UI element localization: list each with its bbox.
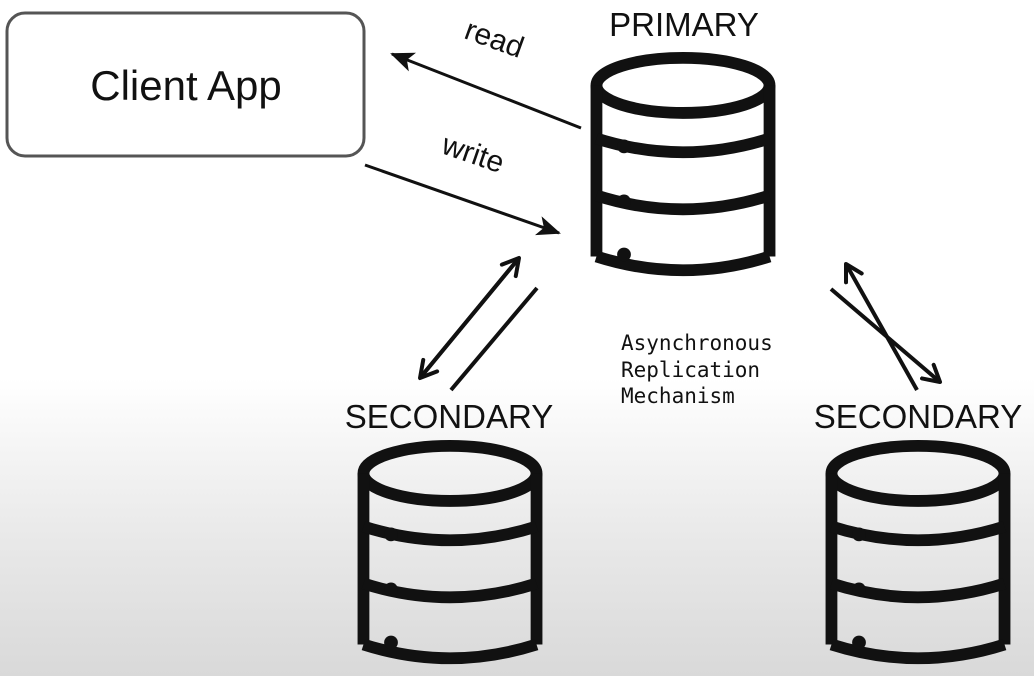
secondary-left-node: SECONDARY — [345, 398, 553, 658]
primary-label: PRIMARY — [609, 6, 759, 43]
replication-line-3: Mechanism — [621, 384, 735, 408]
write-edge: write — [364, 128, 561, 236]
read-edge: read — [390, 13, 582, 130]
replication-mechanism-label: Asynchronous Replication Mechanism — [621, 331, 773, 408]
client-app-label: Client App — [90, 62, 281, 109]
write-label: write — [437, 128, 509, 180]
primary-node: PRIMARY — [596, 6, 769, 270]
read-arrow — [390, 52, 582, 130]
client-app-node: Client App — [5, 11, 366, 158]
client-app-box — [5, 11, 366, 158]
replication-line-2: Replication — [621, 358, 760, 382]
secondary-left-database-icon — [363, 446, 536, 658]
replication-right-edge — [829, 262, 942, 391]
replication-right-up-arrow — [844, 262, 919, 391]
replication-left-down-arrow — [449, 286, 539, 392]
secondary-left-label: SECONDARY — [345, 398, 553, 435]
secondary-right-database-icon — [831, 446, 1004, 658]
primary-database-icon — [596, 58, 769, 270]
replication-right-down-arrow — [829, 287, 942, 384]
secondary-right-label: SECONDARY — [814, 398, 1022, 435]
secondary-right-node: SECONDARY — [814, 398, 1022, 658]
replication-left-edge — [418, 256, 539, 392]
replication-left-head-fix — [418, 256, 521, 380]
replication-line-1: Asynchronous — [621, 331, 773, 355]
write-arrow — [364, 163, 561, 236]
read-label: read — [460, 13, 528, 65]
